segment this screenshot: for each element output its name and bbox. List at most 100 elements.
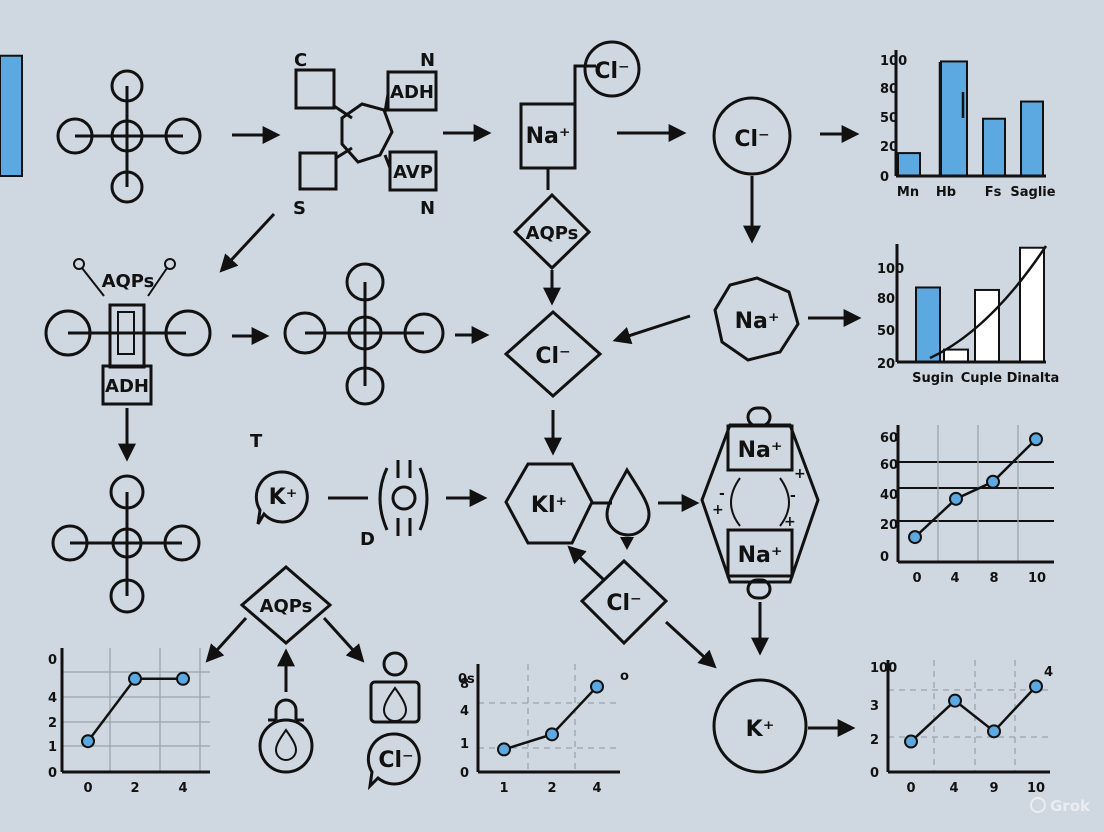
y-tick-label: 2: [870, 733, 879, 748]
x-tick-label: Cuple Dinalta: [961, 371, 1060, 386]
atom-white: [110, 69, 144, 103]
atom-red: [111, 527, 143, 559]
adh-box: [386, 70, 438, 112]
x-tick-label: 2: [547, 781, 556, 796]
y-tick-label: 20: [877, 357, 895, 372]
bar: [915, 286, 941, 364]
svg-text:+: +: [794, 466, 806, 482]
x-tick-label: 8: [989, 571, 998, 586]
arrow: [205, 616, 248, 663]
y-tick-label: 1: [460, 737, 469, 752]
x-tick-label: 4: [178, 781, 187, 796]
bar: [940, 60, 968, 177]
data-point: [1029, 679, 1043, 694]
cl-diamond-white: Cl⁻: [579, 558, 669, 646]
svg-text:AQPs: AQPs: [260, 596, 313, 617]
svg-text:Cl⁻: Cl⁻: [378, 748, 413, 773]
y-tick-label: 20: [880, 140, 898, 155]
cl-label: Cl⁻: [734, 127, 769, 152]
data-point: [176, 671, 190, 686]
y-tick-label: 60: [880, 431, 898, 446]
ion-channel: [378, 460, 429, 536]
x-tick-label: Fs: [985, 185, 1002, 200]
bar: [943, 348, 969, 364]
x-tick-label: 4: [592, 781, 601, 796]
series-line: [914, 438, 1037, 539]
na-box-node: Na⁺ Cl⁻: [519, 40, 641, 190]
y-tick-label: 20: [880, 518, 898, 533]
x-tick-label: 1: [499, 781, 508, 796]
y-tick-label: 4: [48, 691, 57, 706]
trend-curve: [929, 245, 1048, 360]
label-c: C: [294, 50, 307, 71]
svg-text:Cl⁻: Cl⁻: [606, 591, 641, 616]
atom-blue: [283, 311, 327, 355]
na-label: Na⁺: [526, 124, 571, 149]
kl-hexagon-blue: Kl⁺: [504, 462, 594, 545]
atom-blue: [109, 578, 145, 614]
data-point: [81, 734, 95, 749]
atom-blue: [345, 262, 385, 302]
svg-text:Na⁺: Na⁺: [738, 543, 783, 568]
y-tick-label: 50: [880, 111, 898, 126]
data-point: [128, 671, 142, 686]
water-flask-icon: [258, 698, 314, 774]
data-point: [948, 693, 962, 708]
y-tick-label: 0: [460, 766, 469, 781]
y-tick-label: 80: [880, 82, 898, 97]
atom-red: [163, 524, 201, 562]
x-tick-label: 2: [130, 781, 139, 796]
arrow: [567, 545, 606, 582]
y-tick-label: 100: [870, 661, 897, 676]
x-tick-label: 0: [83, 781, 92, 796]
y-tick-label: 2: [48, 716, 57, 731]
svg-text:Cl⁻: Cl⁻: [535, 344, 570, 369]
svg-text:-: -: [719, 486, 725, 502]
atom-blue: [345, 366, 385, 406]
x-tick-label: 0: [906, 781, 915, 796]
data-point: [545, 727, 559, 742]
x-tick-label: 10: [1028, 571, 1046, 586]
adh-label: ADH: [105, 376, 149, 397]
bar: [1019, 246, 1045, 363]
cl-sphere-red: Cl⁻: [712, 96, 792, 176]
data-point: [908, 530, 922, 545]
y-tick-label: 1: [48, 740, 57, 755]
molecule-cross-1: [56, 69, 202, 204]
bar: [897, 152, 921, 178]
svg-text:-: -: [790, 488, 796, 504]
y-tick-label: 0: [880, 550, 889, 565]
y-tick-label: 0: [48, 766, 57, 781]
aqps-label: AQPs: [102, 271, 155, 292]
y-tick-label: 100: [877, 262, 904, 277]
y-tick-label: 0: [880, 170, 889, 185]
k-bubble-red: K⁺: [254, 470, 309, 525]
data-point: [904, 734, 918, 749]
triangle-marker: [620, 537, 634, 550]
svg-text:Na⁺: Na⁺: [738, 438, 783, 463]
molecule-cross-3: [51, 474, 201, 614]
avp-box: [388, 150, 438, 192]
adh-box: [101, 364, 153, 406]
atom-blue: [109, 474, 145, 510]
x-tick-label: 0: [912, 571, 921, 586]
svg-text:K⁺: K⁺: [269, 485, 298, 510]
svg-text:AQPs: AQPs: [526, 223, 579, 244]
arrow: [219, 212, 276, 273]
arrow: [322, 616, 365, 663]
svg-text:Na⁺: Na⁺: [735, 309, 780, 334]
label-0s: 0s: [458, 672, 475, 687]
series-line: [910, 685, 1037, 743]
x-tick-label: Sugin: [912, 371, 954, 386]
cl-label: Cl⁻: [594, 59, 629, 84]
x-tick-label: 10: [1027, 781, 1045, 796]
svg-text:K⁺: K⁺: [746, 717, 775, 742]
x-tick-label: Hb: [936, 185, 956, 200]
atom-blue: [51, 524, 89, 562]
annotation-label: 4: [1044, 665, 1053, 680]
grok-watermark: Grok: [1030, 797, 1091, 815]
